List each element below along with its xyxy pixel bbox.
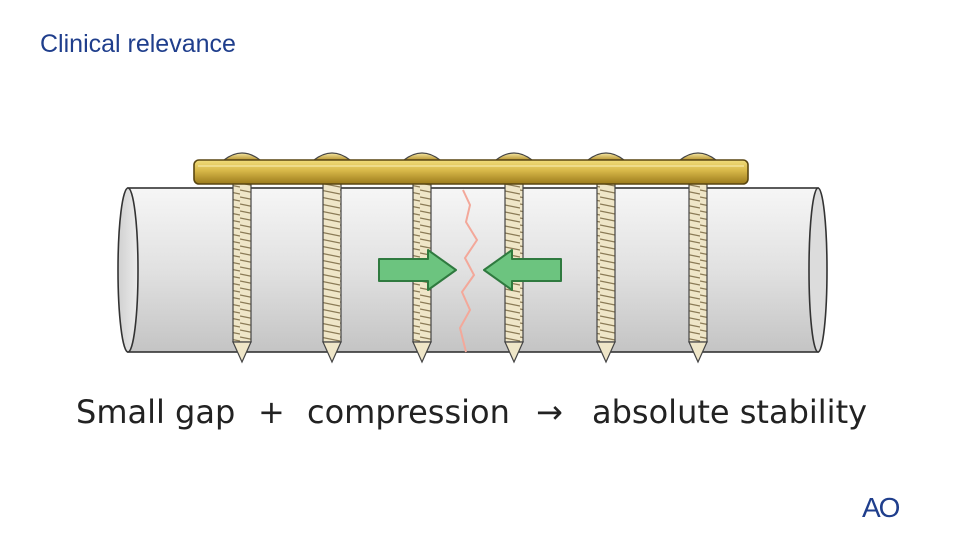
equation-term-compression: compression <box>307 393 510 431</box>
fracture-line <box>458 189 479 353</box>
equation: Small gap + compression → absolute stabi… <box>0 393 960 437</box>
screw-1 <box>232 181 252 364</box>
equation-plus: + <box>258 393 285 431</box>
compression-arrow-left <box>378 249 457 291</box>
screw-2 <box>322 181 342 364</box>
plate <box>193 159 749 185</box>
screw-heads <box>222 152 718 161</box>
slide-title: Clinical relevance <box>40 30 236 58</box>
screw-6 <box>688 181 708 364</box>
equation-arrow: → <box>536 393 563 431</box>
compression-arrow-right <box>483 249 562 291</box>
bone-plate-diagram <box>117 152 828 364</box>
equation-result: absolute stability <box>592 393 868 431</box>
screw-5 <box>596 181 616 364</box>
equation-term-small-gap: Small gap <box>76 393 236 431</box>
ao-logo: AO <box>862 492 900 523</box>
bone <box>117 187 828 353</box>
